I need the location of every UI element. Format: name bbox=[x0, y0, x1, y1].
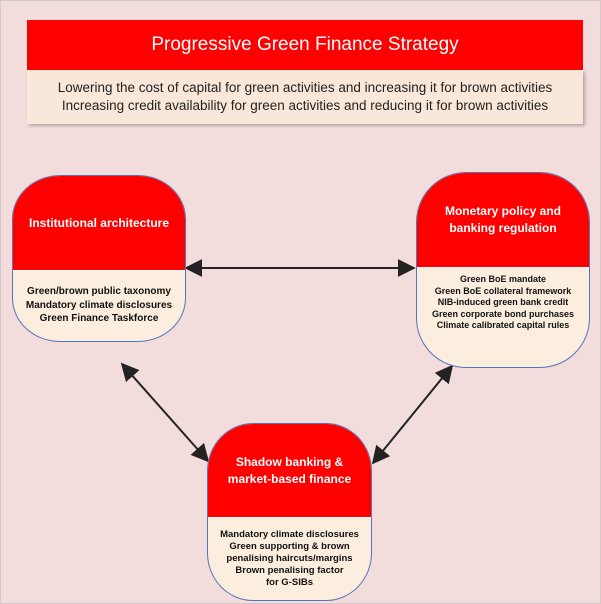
institutional-title-text: Institutional architecture bbox=[28, 215, 170, 230]
list-item: Green BoE collateral framework bbox=[434, 285, 572, 296]
list-item: Mandatory climate disclosures bbox=[25, 299, 173, 311]
strategy-title: Progressive Green Finance Strategy bbox=[27, 20, 583, 70]
arrow-institutional-shadow bbox=[120, 362, 210, 463]
arrow-monetary-shadow bbox=[371, 364, 454, 465]
strategy-subtitle: Lowering the cost of capital for green a… bbox=[27, 70, 583, 124]
strategy-title-text: Progressive Green Finance Strategy bbox=[151, 34, 459, 55]
list-item: NIB-induced green bank credit bbox=[437, 297, 569, 307]
list-item: Mandatory climate disclosures bbox=[220, 529, 359, 540]
monetary-title-line-2: banking regulation bbox=[449, 221, 557, 235]
node-shadow-title: Shadow banking & market-based finance bbox=[208, 424, 371, 518]
list-item: Green corporate bond purchases bbox=[431, 308, 575, 319]
subtitle-line-1: Lowering the cost of capital for green a… bbox=[57, 80, 553, 95]
monetary-title-line-1: Monetary policy and bbox=[444, 204, 562, 218]
list-item: Green supporting & brown bbox=[229, 541, 350, 552]
list-item: Brown penalising factor bbox=[235, 565, 344, 576]
node-institutional-architecture: Institutional architecture Green/brown p… bbox=[12, 175, 186, 342]
list-item: Green/brown public taxonomy bbox=[27, 286, 171, 297]
list-item: Green BoE mandate bbox=[459, 274, 547, 284]
subtitle-line-2: Increasing credit availability for green… bbox=[61, 98, 549, 113]
node-shadow-banking: Shadow banking & market-based finance Ma… bbox=[207, 423, 372, 601]
list-item: for G-SIBs bbox=[266, 577, 313, 588]
shadow-title-line-2: market-based finance bbox=[227, 471, 352, 486]
node-institutional-title: Institutional architecture bbox=[13, 176, 185, 271]
shadow-title-line-1: Shadow banking & bbox=[235, 454, 344, 469]
list-item: Climate calibrated capital rules bbox=[436, 320, 570, 330]
node-monetary-title: Monetary policy and banking regulation bbox=[417, 173, 589, 268]
node-monetary-items: Green BoE mandate Green BoE collateral f… bbox=[417, 268, 589, 332]
node-institutional-items: Green/brown public taxonomy Mandatory cl… bbox=[13, 271, 185, 326]
list-item: penalising haircuts/margins bbox=[226, 553, 353, 564]
list-item: Green Finance Taskforce bbox=[39, 313, 159, 324]
node-monetary-policy: Monetary policy and banking regulation G… bbox=[416, 172, 590, 368]
node-shadow-items: Mandatory climate disclosures Green supp… bbox=[208, 518, 371, 589]
